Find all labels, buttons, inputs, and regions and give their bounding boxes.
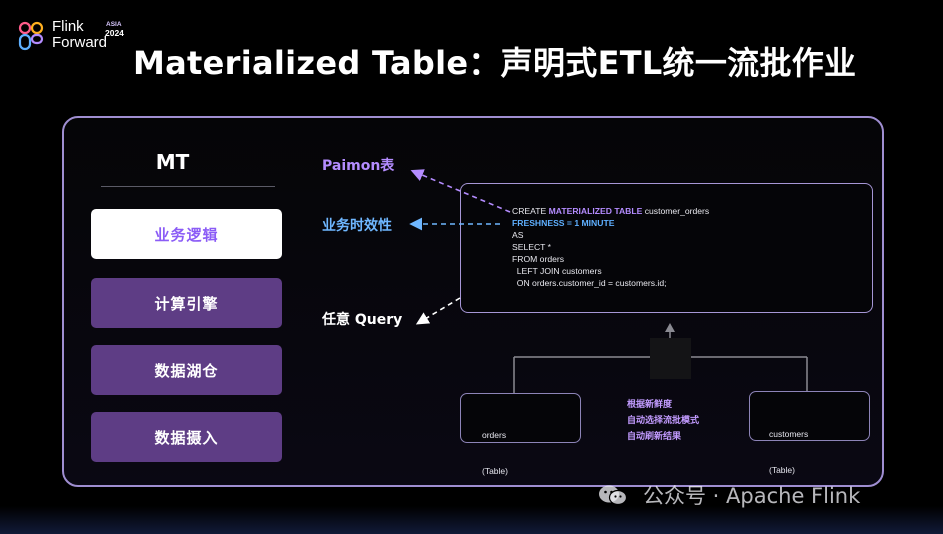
code-line-5: FROM orders [512, 254, 565, 264]
code-line-1: CREATE MATERIALIZED TABLE customer_order… [512, 205, 709, 217]
code-line-6: LEFT JOIN customers [512, 266, 602, 276]
watermark-text: 公众号 · Apache Flink [643, 484, 861, 508]
note-line-1: 根据新鲜度 [627, 400, 673, 410]
table-orders-label: orders (Table) [482, 405, 508, 489]
code-text: customer_orders [642, 206, 710, 216]
footer-band [0, 506, 943, 534]
logo-year: 2024 [105, 28, 124, 38]
logo-line-1: Flink [52, 18, 84, 35]
code-line-7: ON orders.customer_id = customers.id; [512, 278, 667, 288]
sql-code-box [460, 183, 873, 313]
table-orders-box [460, 393, 581, 443]
logo-line-2: Forward [52, 34, 108, 51]
stack-item-data-lakehouse[interactable]: 数据湖仓 [91, 345, 282, 395]
note-line-3: 自动刷新结果 [627, 432, 682, 442]
stack-item-compute-engine[interactable]: 计算引擎 [91, 278, 282, 328]
flink-forward-logo: Flink Forward ASIA 2024 [18, 19, 138, 55]
logo-event: ASIA [106, 21, 122, 28]
code-text: CREATE [512, 206, 549, 216]
refresh-note: 根据新鲜度 自动选择流批模式 自动刷新结果 [627, 397, 699, 445]
label-any-query: 任意 Query [322, 312, 403, 328]
stack-item-business-logic[interactable]: 业务逻辑 [91, 209, 282, 259]
sql-code: CREATE MATERIALIZED TABLE customer_order… [512, 205, 709, 289]
arrow-to-paimon [410, 169, 511, 213]
wechat-icon [599, 485, 628, 506]
note-line-2: 自动选择流批模式 [627, 416, 700, 426]
table-customers-label: customers (Table) [769, 404, 808, 488]
stack-header: MT [155, 150, 190, 174]
code-line-freshness: FRESHNESS = 1 MINUTE [512, 218, 615, 228]
slide-title: Materialized Table：声明式ETL统一流批作业 [133, 44, 857, 82]
label-paimon-table: Paimon表 [322, 158, 395, 174]
table-orders-name: orders [482, 430, 507, 440]
refresh-hub-block [650, 338, 691, 379]
label-freshness: 业务时效性 [322, 218, 392, 234]
logo-wordmark: Flink Forward [52, 19, 107, 51]
code-line-4: SELECT * [512, 242, 552, 252]
table-customers-box [749, 391, 870, 441]
table-customers-name: customers [769, 429, 809, 439]
stack-item-data-ingestion[interactable]: 数据摄入 [91, 412, 282, 462]
flink-logo-icon [18, 21, 44, 51]
code-keyword-materialized: MATERIALIZED TABLE [548, 206, 643, 216]
arrow-up-to-code [665, 323, 675, 332]
table-customers-type: (Table) [769, 465, 795, 475]
stack-divider [101, 186, 275, 187]
arrow-to-query [415, 297, 461, 325]
code-line-3: AS [512, 230, 524, 240]
table-orders-type: (Table) [482, 466, 508, 476]
